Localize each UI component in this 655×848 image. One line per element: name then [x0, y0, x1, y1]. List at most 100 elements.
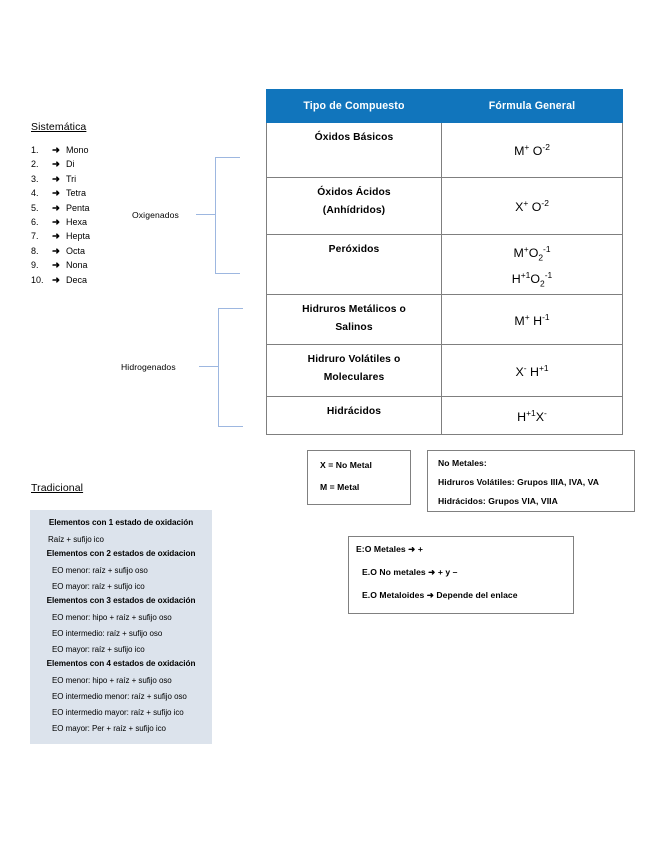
compound-type-line: Óxidos Básicos: [314, 132, 394, 143]
prefix-number: 2.: [31, 159, 39, 170]
prefix-item: 5.➜Penta: [31, 203, 141, 217]
oxigenados-bracket-stem: [196, 214, 216, 215]
compound-type-cell: Óxidos Ácidos(Anhídridos): [266, 177, 442, 235]
arrow-icon: ➜: [52, 173, 60, 185]
compound-type-line: Hidrácidos: [326, 406, 382, 418]
arrow-icon: ➜: [52, 260, 60, 272]
formula-line: M+ O-2: [514, 142, 550, 159]
note-line: E.O Metaloides ➜ Depende del enlace: [362, 590, 518, 600]
arrow-icon: ➜: [52, 245, 60, 257]
legend-box: X = No Metal M = Metal: [307, 450, 411, 505]
formula-cell: X- H+1: [441, 344, 623, 398]
prefix-number: 1.: [31, 145, 39, 155]
tradicional-rule: EO intermedio mayor: raíz + sufijo ico: [52, 707, 184, 717]
arrow-icon: ➜: [52, 274, 60, 286]
tradicional-section-heading: Elementos con 3 estados de oxidación: [46, 596, 196, 605]
table-row: Hidrácidos H+1X-: [266, 396, 623, 436]
prefix-number: 4.: [31, 188, 39, 199]
prefix-label: Penta: [66, 202, 90, 213]
column-header-tipo: Tipo de Compuesto: [266, 89, 442, 123]
arrow-icon: ➜: [52, 145, 60, 156]
arrow-icon: ➜: [52, 159, 60, 171]
prefix-number: 9.: [31, 260, 39, 271]
prefix-item: 7. ➜ Hepta: [31, 231, 141, 245]
hidrogenados-bracket-stem: [199, 366, 219, 367]
note-line: X = No Metal: [320, 460, 372, 470]
compound-type-cell: Hidrácidos: [266, 396, 442, 436]
prefix-label: Hepta: [66, 231, 91, 242]
arrow-icon: ➜: [52, 188, 60, 200]
table-row: Óxidos Básicos M+ O-2: [266, 122, 623, 178]
prefix-item: 3. ➜ Tri: [31, 174, 141, 188]
prefix-label: Di: [66, 159, 75, 170]
tradicional-rule: EO mayor: raíz + sufijo ico: [52, 644, 145, 654]
prefix-number: 5.: [31, 202, 39, 213]
arrow-icon: ➜: [52, 231, 60, 243]
tradicional-rule: EO menor: hipo + raíz + sufijo oso: [52, 612, 172, 622]
note-line: E:O Metales ➜ +: [356, 544, 423, 554]
prefix-item: 8.➜Octa: [31, 246, 141, 260]
formula-cell: M+ H-1: [441, 293, 623, 346]
prefix-label: Tetra: [66, 188, 87, 199]
prefix-item: 4. ➜ Tetra: [31, 188, 141, 202]
hidrogenados-label: Hidrogenados: [121, 362, 176, 372]
compound-type-line: Moleculares: [323, 372, 385, 384]
prefix-label: Nona: [66, 260, 88, 271]
compound-type-line: Peróxidos: [328, 244, 380, 255]
sistematica-heading: Sistemática: [31, 121, 87, 133]
formula-line: M+O2-1: [513, 243, 551, 263]
prefix-number: 8.: [31, 245, 39, 256]
tradicional-heading: Tradicional: [31, 482, 84, 494]
compound-type-cell: Óxidos Básicos: [266, 122, 442, 178]
prefix-number: 3.: [31, 173, 39, 184]
prefix-item: 2. ➜ Di: [31, 159, 141, 173]
formula-line: H+1X-: [517, 407, 547, 424]
oxigenados-label: Oxigenados: [132, 210, 179, 220]
prefix-label: Deca: [66, 274, 88, 285]
note-line: M = Metal: [320, 482, 360, 492]
tradicional-section-heading: Elementos con 1 estado de oxidación: [48, 518, 194, 527]
tradicional-rule: EO intermedio: raíz + sufijo oso: [52, 628, 163, 638]
formula-line: M+ H-1: [514, 311, 550, 328]
table-header-row: Tipo de Compuesto Fórmula General: [266, 89, 623, 123]
note-line: E.O No metales ➜ + y –: [362, 567, 458, 577]
tradicional-rule: EO mayor: raíz + sufijo ico: [52, 581, 145, 591]
tradicional-rule: EO intermedio menor: raíz + sufijo oso: [52, 691, 187, 701]
no-metales-box: No Metales: Hidruros Volátiles: Grupos II…: [427, 450, 635, 512]
formula-cell: M+ O-2: [441, 122, 623, 178]
compound-type-line: Hidruros Metálicos o: [302, 304, 406, 315]
prefix-item: 10. ➜ Deca: [31, 275, 141, 289]
note-line: Hidruros Volátiles: Grupos IIIA, IVA, VA: [438, 477, 600, 487]
compound-type-line: Hidruro Volátiles o: [307, 354, 401, 366]
tradicional-section-heading: Elementos con 4 estados de oxidación: [46, 659, 196, 668]
table-row: Óxidos Ácidos(Anhídridos) X+ O-2: [266, 177, 623, 235]
table-row: Hidruro Volátiles o Moleculares X- H+1: [266, 344, 623, 398]
prefix-label: Tri: [66, 173, 77, 184]
note-line: No Metales:: [438, 458, 487, 468]
formula-line: X+ O-2: [515, 198, 549, 215]
prefix-number: 7.: [31, 231, 39, 242]
tradicional-rule: EO mayor: Per + raíz + sufijo ico: [52, 723, 166, 733]
compound-table: Tipo de Compuesto Fórmula General Óxidos…: [266, 89, 623, 436]
prefix-label: Mono: [66, 145, 89, 155]
prefix-number: 10.: [31, 274, 44, 285]
note-line: Hidrácidos: Grupos VIA, VIIA: [438, 496, 558, 506]
tradicional-rule: Raíz + sufijo ico: [48, 534, 104, 544]
prefix-item: 1. ➜ Mono: [31, 145, 141, 159]
hidrogenados-bracket: [218, 308, 243, 427]
compound-type-cell: Hidruro Volátiles o Moleculares: [266, 344, 442, 398]
arrow-icon: ➜: [52, 216, 60, 228]
formula-cell: X+ O-2: [441, 177, 623, 235]
prefix-item: 9. ➜ Nona: [31, 260, 141, 274]
tradicional-section-heading: Elementos con 2 estados de oxidacion: [46, 549, 196, 558]
oxigenados-bracket: [215, 157, 240, 274]
prefix-item: 6.➜Hexa: [31, 217, 141, 231]
formula-line: H+1O2-1: [511, 269, 553, 288]
column-header-formula: Fórmula General: [441, 89, 623, 123]
compound-type-line: Óxidos Ácidos: [317, 187, 391, 198]
